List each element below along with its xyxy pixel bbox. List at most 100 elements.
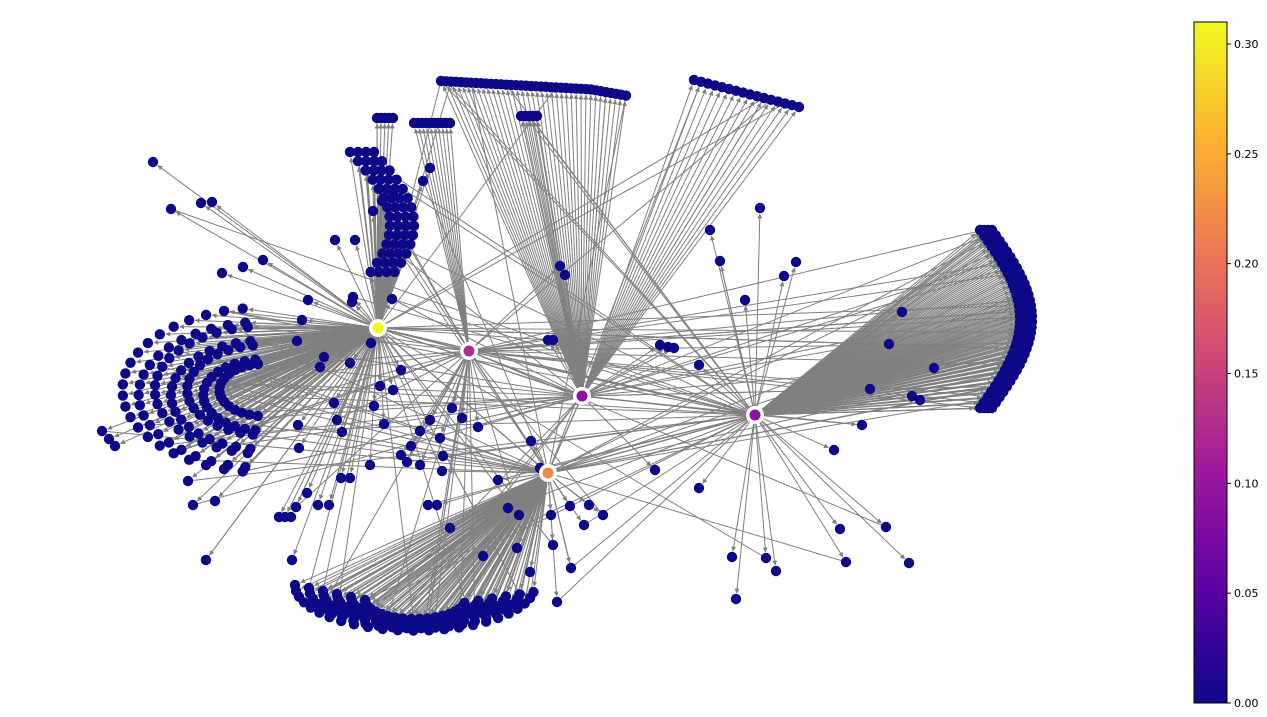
graph-node	[164, 353, 175, 364]
graph-edge	[536, 121, 583, 397]
graph-edge	[352, 295, 756, 416]
graph-edge	[211, 313, 379, 329]
graph-node	[170, 406, 181, 418]
graph-edge	[385, 243, 583, 397]
graph-edge	[468, 314, 1029, 352]
graph-node	[513, 509, 525, 521]
graph-edge	[544, 92, 583, 397]
graph-edge	[336, 350, 470, 421]
graph-edge	[754, 256, 1007, 416]
graph-edge	[581, 234, 989, 397]
graph-node	[424, 162, 436, 174]
graph-edge	[731, 414, 756, 552]
graph-node	[173, 345, 184, 356]
graph-node	[138, 369, 149, 380]
graph-edge	[324, 327, 379, 365]
graph-node	[209, 495, 221, 507]
graph-node	[906, 390, 918, 402]
graph-edge	[581, 97, 765, 397]
graph-edge	[248, 307, 379, 329]
graph-edge	[754, 388, 865, 416]
graph-node	[375, 174, 386, 185]
graph-edge	[436, 128, 470, 352]
graph-node	[374, 380, 386, 392]
graph-node	[289, 579, 301, 591]
graph-node	[864, 383, 876, 395]
graph-edge	[186, 391, 756, 416]
graph-edge	[369, 472, 549, 597]
graph-node	[531, 110, 543, 122]
graph-edge	[581, 101, 627, 397]
graph-edge	[267, 262, 379, 329]
graph-node	[301, 487, 313, 499]
graph-edge	[242, 395, 583, 473]
graph-node	[240, 462, 251, 473]
graph-edge	[101, 428, 549, 474]
graph-node	[387, 187, 399, 199]
graph-node	[376, 156, 388, 167]
graph-node	[406, 202, 417, 213]
graph-node	[182, 475, 194, 487]
graph-edge	[468, 350, 480, 422]
graph-edge	[754, 296, 1024, 416]
graph-node	[247, 340, 259, 351]
graph-edge	[448, 128, 470, 352]
graph-node	[212, 366, 224, 377]
graph-edge	[377, 327, 1024, 352]
graph-node	[206, 196, 218, 208]
graph-edge	[414, 128, 470, 352]
graph-edge	[368, 327, 379, 460]
graph-edge	[581, 99, 748, 397]
graph-node	[345, 591, 357, 603]
graph-node	[414, 459, 426, 471]
graph-edge	[217, 416, 549, 474]
graph-node	[117, 379, 129, 390]
graph-node	[401, 248, 412, 259]
graph-edge	[468, 260, 1011, 352]
graph-node	[125, 357, 136, 368]
graph-node	[387, 112, 399, 124]
graph-node	[387, 384, 399, 396]
graph-node	[405, 440, 417, 452]
graph-node	[379, 257, 391, 268]
graph-edge	[293, 327, 379, 555]
graph-node	[384, 220, 396, 232]
graph-edge	[518, 472, 549, 543]
graph-node	[828, 444, 840, 456]
graph-edge	[318, 350, 470, 613]
graph-edge	[477, 395, 583, 429]
graph-node	[193, 351, 204, 362]
graph-edge	[239, 327, 379, 408]
graph-node	[883, 338, 895, 350]
graph-edge	[547, 384, 1004, 474]
graph-edge	[581, 357, 1015, 397]
graph-node	[834, 523, 846, 535]
graph-edge	[429, 128, 470, 352]
graph-node	[134, 379, 146, 390]
hub-edge	[468, 350, 756, 416]
graph-edge	[754, 414, 829, 449]
graph-edge	[422, 472, 549, 615]
colorbar-tick-label: 0.15	[1234, 367, 1259, 380]
graph-node	[398, 202, 409, 213]
graph-node	[352, 146, 364, 158]
graph-edge	[559, 93, 583, 397]
graph-node	[578, 519, 590, 531]
graph-node	[165, 203, 177, 215]
graph-edge	[547, 251, 996, 474]
graph-node	[290, 501, 302, 513]
graph-edge	[754, 374, 1009, 416]
graph-node	[928, 362, 940, 374]
graph-edge	[499, 472, 549, 601]
graph-node	[344, 357, 356, 369]
graph-node	[218, 305, 230, 317]
colorbar-tick-label: 0.20	[1234, 258, 1259, 271]
graph-node	[96, 425, 108, 437]
graph-node	[183, 421, 195, 433]
graph-node	[384, 165, 395, 176]
graph-node	[329, 234, 341, 246]
graph-node	[285, 511, 297, 523]
graph-edge	[468, 350, 981, 410]
graph-node	[188, 366, 199, 377]
